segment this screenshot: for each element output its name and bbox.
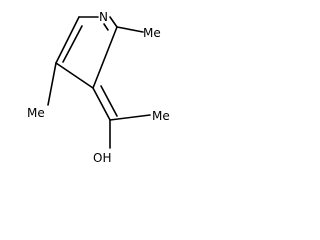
hydroxyl-label: OH [93,151,111,165]
bond-c2-n [109,16,118,28]
methyl-label-c2: Me [143,26,161,40]
nitrogen-label: N [99,10,108,24]
methyl-label-side: Me [152,109,170,123]
methyl-label-c4: Me [27,106,45,120]
structure-diagram: N Me Me Me OH [27,10,170,165]
bond-c3-c2 [92,26,118,89]
bond-side-methyl [109,114,151,121]
bond-c2-methyl [116,26,144,33]
bond-c4-methyl [47,62,57,106]
bond-c5-c4 [55,16,80,64]
bond-c5-c4-inner [62,25,83,63]
bond-c4-c3 [55,62,94,89]
bond-c2-n-inner [103,23,109,31]
bond-exocyclic-double-second [100,85,118,117]
bond-exocyclic-double [92,87,111,121]
